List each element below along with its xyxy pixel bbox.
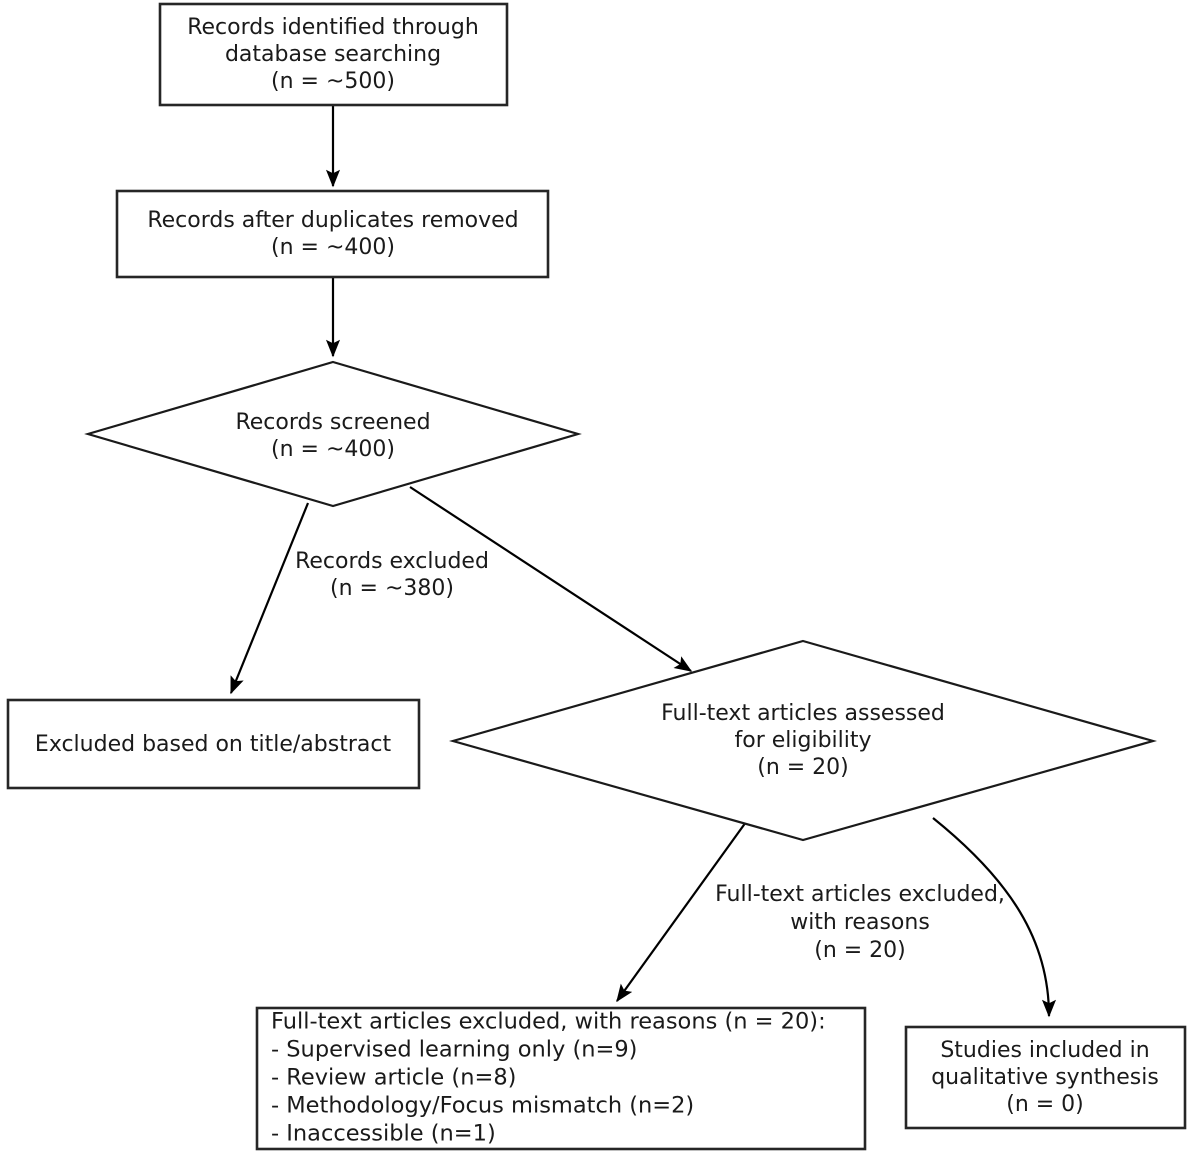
node-excluded-title-abstract-box — [6, 698, 421, 790]
node-records-screened-line-2: (n = ~400) — [271, 437, 395, 462]
node-studies-included-box — [904, 1025, 1187, 1130]
edge-label-records-excluded: Records excluded (n = ~380) — [295, 549, 489, 601]
node-excluded-reasons-line-1: Full-text articles excluded, with reason… — [271, 1009, 826, 1035]
node-records-screened[interactable]: Records screened (n = ~400) — [84, 360, 582, 508]
edge-labels-layer: Records excluded (n = ~380) Full-text ar… — [295, 549, 1005, 963]
node-records-identified-box — [158, 2, 509, 107]
node-records-identified[interactable]: Records identified through database sear… — [158, 2, 509, 107]
node-fulltext-eligibility-diamond — [448, 639, 1158, 842]
node-records-screened-line-1: Records screened — [235, 410, 430, 435]
edge-screened-to-eligibility — [409, 486, 693, 672]
node-duplicates-removed-box — [115, 189, 550, 279]
edge-label-fulltext-excluded-line-3: (n = 20) — [814, 938, 906, 963]
node-records-identified-line-2: database searching — [225, 42, 441, 67]
edge-label-records-excluded-line-2: (n = ~380) — [330, 576, 454, 601]
node-fulltext-eligibility[interactable]: Full-text articles assessed for eligibil… — [448, 639, 1158, 842]
edge-label-records-excluded-line-1: Records excluded — [295, 549, 489, 574]
node-duplicates-removed-line-1: Records after duplicates removed — [147, 208, 518, 233]
edge-label-fulltext-excluded-line-1: Full-text articles excluded, — [715, 882, 1005, 907]
node-records-identified-line-1: Records identified through — [187, 15, 479, 40]
node-excluded-title-abstract-line-1: Excluded based on title/abstract — [35, 732, 392, 757]
edge-screened-to-excluded-title-abstract — [229, 502, 310, 695]
edge-label-fulltext-excluded-line-2: with reasons — [790, 910, 930, 935]
edges-layer — [229, 105, 1057, 1018]
node-studies-included-line-3: (n = 0) — [1006, 1092, 1084, 1117]
node-fulltext-eligibility-line-3: (n = 20) — [757, 755, 849, 780]
node-records-screened-diamond — [84, 360, 582, 508]
node-excluded-reasons-line-2: - Supervised learning only (n=9) — [271, 1037, 637, 1063]
node-fulltext-eligibility-line-2: for eligibility — [734, 728, 871, 753]
node-duplicates-removed[interactable]: Records after duplicates removed (n = ~4… — [115, 189, 550, 279]
edge-eligibility-to-included — [932, 817, 1057, 1018]
node-excluded-reasons-line-3: - Review article (n=8) — [271, 1065, 516, 1091]
node-studies-included-line-1: Studies included in — [940, 1038, 1149, 1063]
node-excluded-reasons-box — [255, 1006, 867, 1151]
node-excluded-title-abstract[interactable]: Excluded based on title/abstract — [6, 698, 421, 790]
node-studies-included-line-2: qualitative synthesis — [931, 1065, 1159, 1090]
node-excluded-reasons[interactable]: Full-text articles excluded, with reason… — [255, 1006, 867, 1151]
node-excluded-reasons-line-5: - Inaccessible (n=1) — [271, 1121, 496, 1147]
node-duplicates-removed-line-2: (n = ~400) — [271, 235, 395, 260]
node-excluded-reasons-line-4: - Methodology/Focus mismatch (n=2) — [271, 1093, 694, 1119]
node-fulltext-eligibility-line-1: Full-text articles assessed — [661, 701, 945, 726]
node-records-identified-line-3: (n = ~500) — [271, 69, 395, 94]
edge-label-fulltext-excluded: Full-text articles excluded, with reason… — [715, 882, 1005, 963]
edge-eligibility-to-excluded-reasons — [616, 821, 747, 1003]
node-studies-included[interactable]: Studies included in qualitative synthesi… — [904, 1025, 1187, 1130]
